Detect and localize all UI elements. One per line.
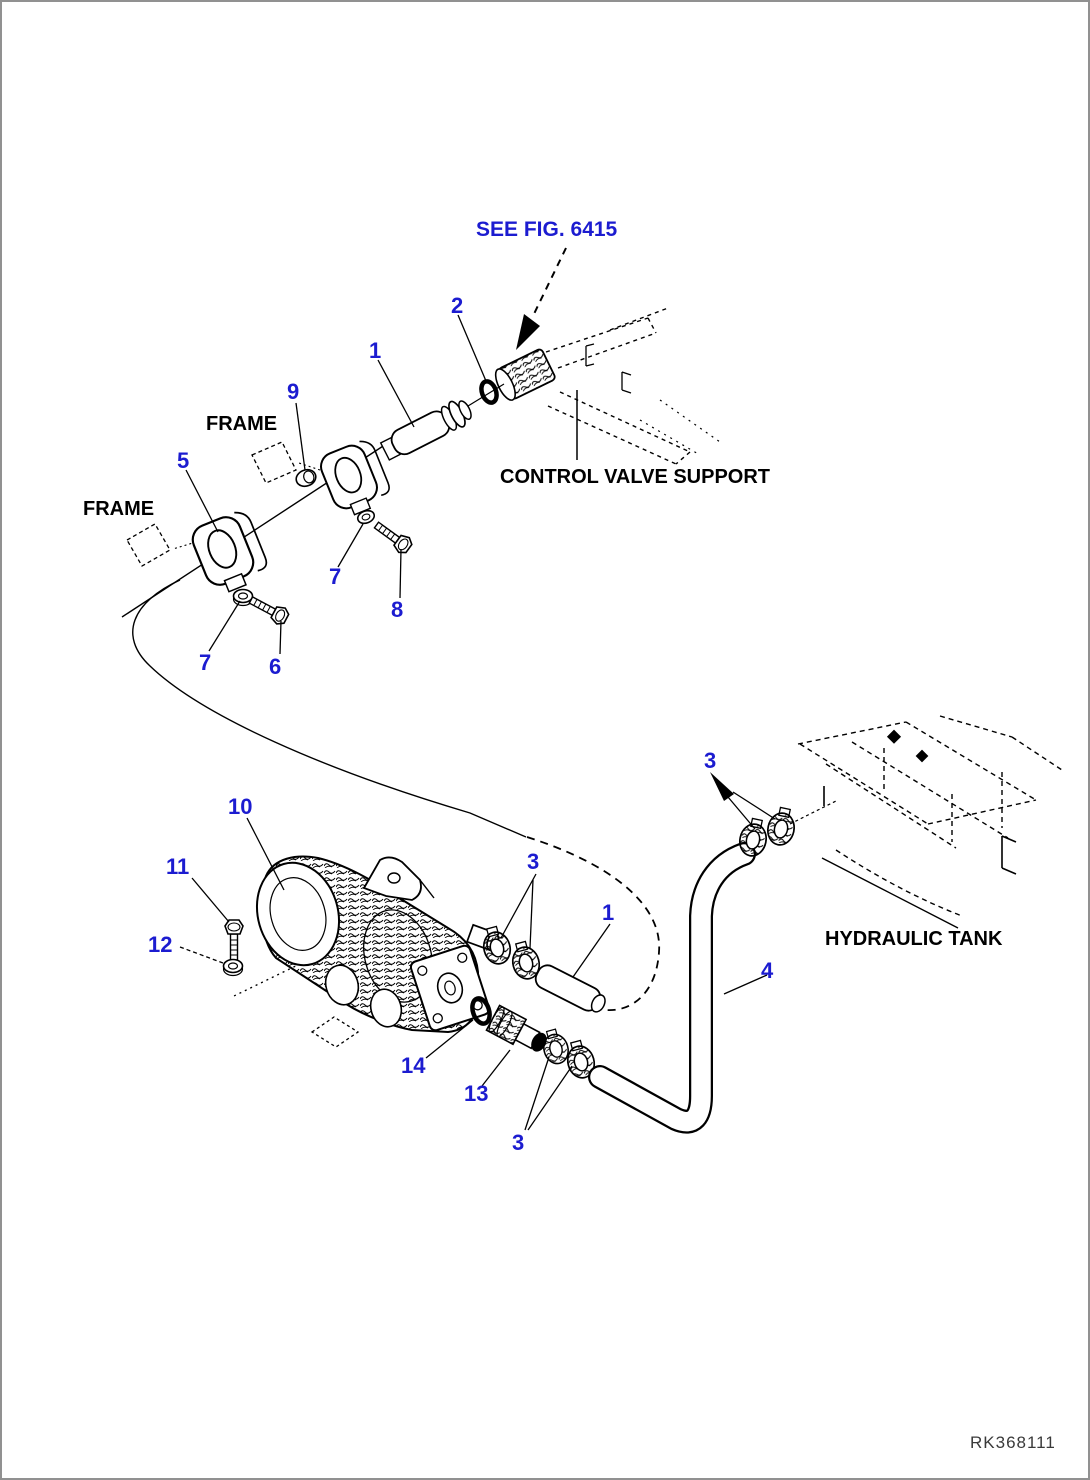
frame-label-left: FRAME [83,498,155,520]
leader-lines [179,314,768,1131]
control-valve-support-label: CONTROL VALVE SUPPORT [500,466,771,488]
part-callout-1-upper: 1 [369,338,382,363]
part-callout-10: 10 [228,794,253,819]
pump-fasteners [222,919,244,977]
part-callout-9: 9 [287,379,300,404]
part-callout-3-bottom: 3 [512,1130,525,1155]
elbow-fitting-13 [485,1004,547,1052]
pump-fittings [470,923,606,1082]
see-fig-note: SEE FIG. 6415 [476,218,618,241]
part-callout-7-left: 7 [199,650,212,675]
frame-label-top: FRAME [206,413,278,435]
part-callout-5: 5 [177,448,190,473]
part-callout-11: 11 [166,854,190,879]
frame-plates [126,441,321,567]
part-callout-13: 13 [464,1081,489,1106]
drawing-code: RK368111 [970,1433,1056,1452]
grommet-9 [295,468,317,488]
part-callout-12: 12 [148,932,173,957]
part-callout-14: 14 [401,1053,426,1078]
o-ring-14 [470,996,492,1026]
hydraulic-tank-label: HYDRAULIC TANK [825,928,1003,950]
o-ring-2 [479,379,499,405]
part-callout-1-lower: 1 [602,900,615,925]
part-callout-7-right: 7 [329,564,342,589]
frame-fasteners [232,509,415,628]
clamp-brackets [187,436,396,599]
pump-drawing [255,855,500,1048]
hydraulic-tank-drawing [797,715,1063,929]
tank-clamps [710,772,839,860]
control-valve-support-drawing [494,307,721,465]
part-callout-6: 6 [269,654,282,679]
part-callout-3-pump: 3 [527,849,540,874]
hose-drawing [588,842,756,1134]
part-callout-2: 2 [451,293,464,318]
upper-tube-assembly [379,379,499,461]
part-callout-8: 8 [391,597,404,622]
see-fig-arrow [516,247,567,350]
part-callout-3-tank: 3 [704,748,717,773]
part-callout-4: 4 [761,958,774,983]
